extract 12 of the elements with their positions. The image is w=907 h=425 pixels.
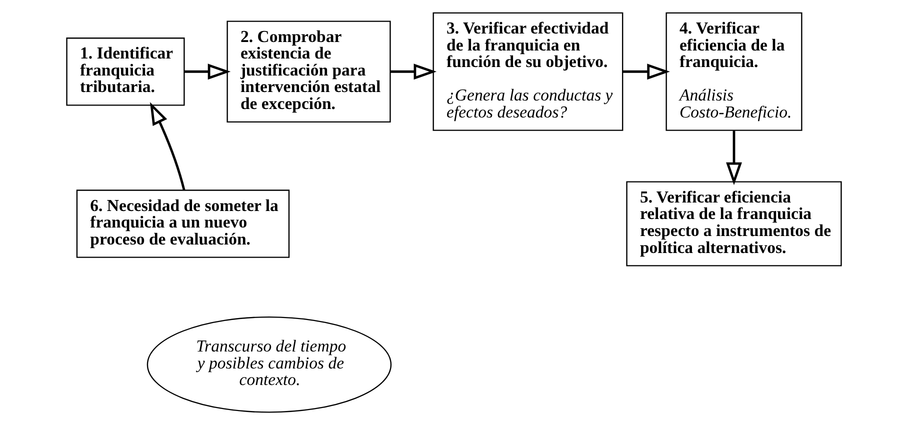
node-box: 6. Necesidad de someter la franquicia a un nuevo proceso de evaluación. xyxy=(76,190,290,258)
arrow xyxy=(149,102,185,190)
arrow xyxy=(622,64,670,80)
node-box: 1. Identificar franquicia tributaria. xyxy=(66,38,184,106)
node-box: 4. Verificar eficiencia de la franquicia. Análisis Costo-Beneficio. xyxy=(665,12,802,131)
node-box: 2. Comprobar existencia de justificación para intervención estatal de excepción. xyxy=(226,20,390,123)
node-box: 3. Verificar efectividad de la franquicia en función de su objetivo. ¿Genera las conductas y efectos deseados? xyxy=(432,12,623,131)
node-ellipse: Transcurso del tiempo y posibles cambios de contexto. xyxy=(146,316,392,413)
arrow xyxy=(726,130,742,186)
arrow xyxy=(184,64,230,80)
arrow xyxy=(390,64,436,80)
node-box: 5. Verificar eficiencia relativa de la franquicia respecto a instrumentos de política alternativos. xyxy=(626,181,842,266)
